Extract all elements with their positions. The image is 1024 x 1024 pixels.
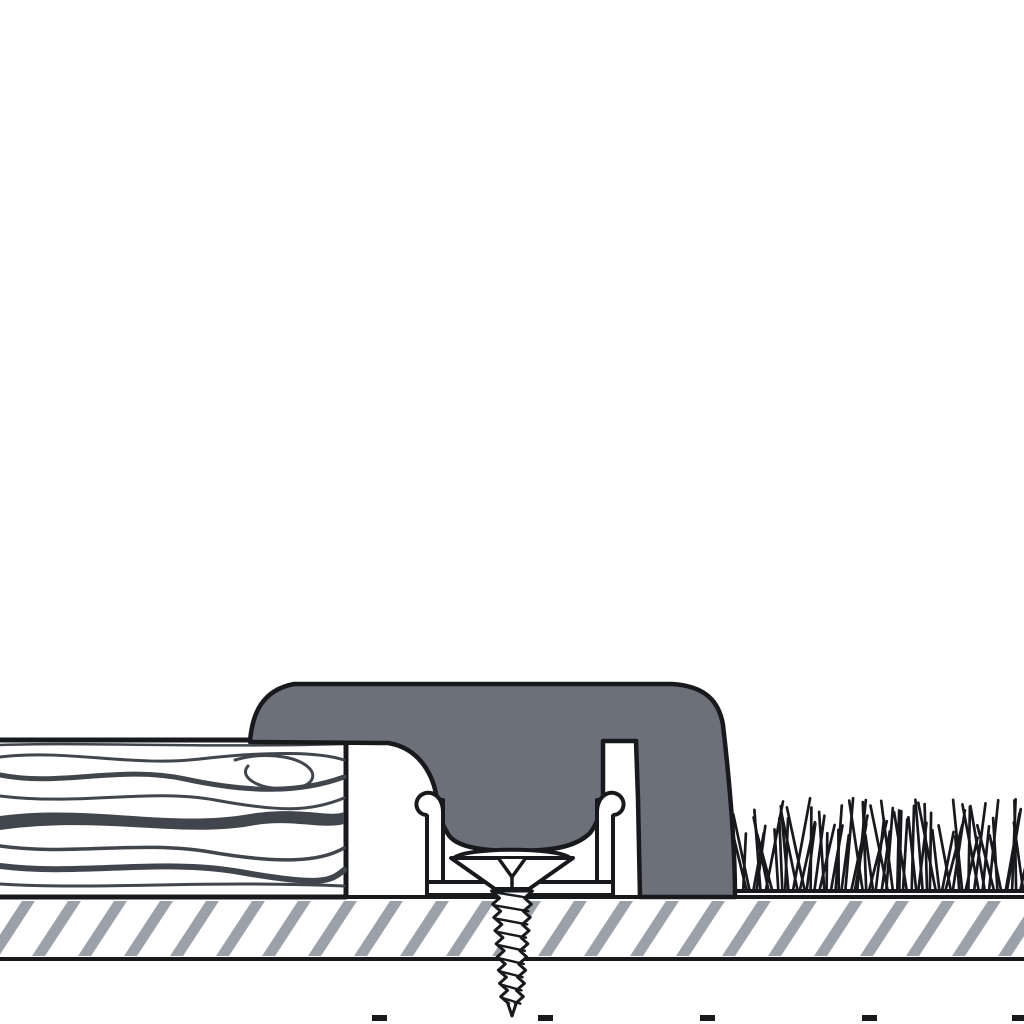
wood-grain-line <box>0 794 346 811</box>
metal-track <box>414 790 626 897</box>
wood-grain-swirl <box>233 754 315 791</box>
wood-plank <box>0 737 349 900</box>
screw-shaft-threads <box>490 889 534 1018</box>
wood-grain-line <box>0 742 346 747</box>
track-right-curl <box>595 790 626 817</box>
screw <box>449 847 575 1018</box>
wood-grain-line <box>0 844 346 862</box>
wood-grain-line <box>0 863 347 884</box>
track-left-curl <box>414 790 445 817</box>
crop-marks <box>372 1015 1024 1021</box>
wood-grain-line <box>0 751 346 763</box>
carpet <box>731 796 1024 893</box>
screw-head <box>449 847 575 891</box>
wood-grain <box>0 742 347 888</box>
carpet-pile <box>731 796 1024 892</box>
wood-grain-band <box>0 811 344 830</box>
wood-grain-line <box>0 882 346 888</box>
